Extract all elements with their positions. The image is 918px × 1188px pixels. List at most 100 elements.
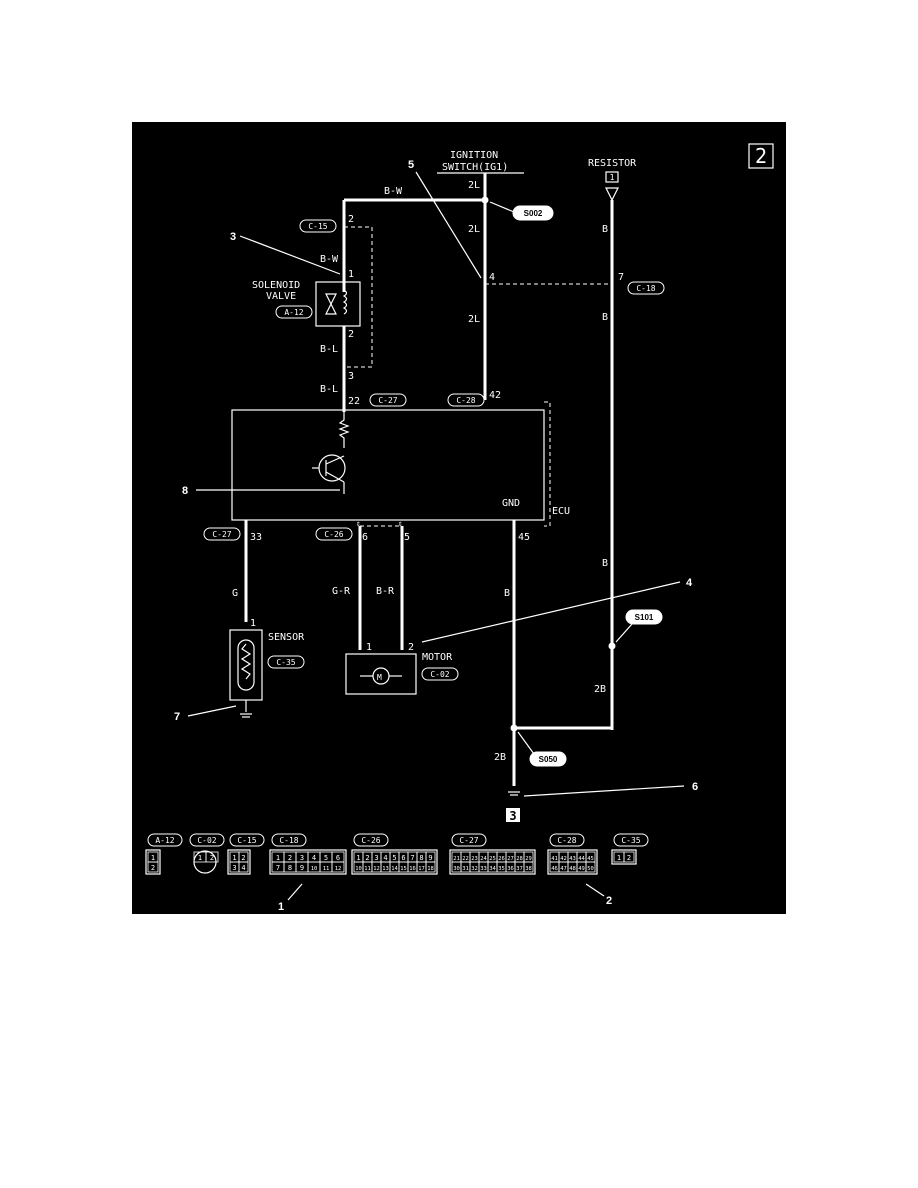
legend-pin-number: 46 [551, 866, 558, 872]
resistor-pin-box [605, 171, 619, 183]
legend-pin-number: 35 [498, 866, 505, 872]
legend-pin-number: 4 [383, 854, 387, 862]
legend-pin-number: 30 [453, 866, 460, 872]
wire-label-2b-right: 2B [594, 684, 606, 695]
connector-c28-label: C-28 [456, 396, 475, 405]
s101-leader [615, 623, 633, 643]
legend-pin-number: 12 [335, 866, 342, 872]
legend-pin-number: 1 [151, 854, 155, 862]
connector-c18 [627, 281, 665, 295]
ecu-gnd-label: GND [502, 498, 520, 509]
legend-pin-number: 36 [507, 866, 514, 872]
wire-label-b-2: B [602, 312, 608, 323]
legend-pin-number: 50 [587, 866, 594, 872]
legend-pin-cell [585, 861, 596, 873]
legend-pin-number: 1 [232, 854, 236, 862]
solenoid-valve-box [315, 281, 361, 327]
motor-symbol-letter: M [377, 673, 382, 682]
wire-label-g: G [232, 588, 238, 599]
legend-pin-number: 11 [323, 866, 330, 872]
ground-badge-frame [506, 808, 520, 822]
solenoid-coil [342, 289, 348, 315]
pin-1-solenoid: 1 [348, 269, 354, 280]
splice-s050-label: S050 [539, 755, 558, 764]
callout-7: 7 [174, 711, 180, 723]
legend-label-c-18: C-18 [279, 836, 298, 845]
legend-pin-number: 2 [151, 864, 155, 872]
solenoid-label-2: VALVE [266, 291, 296, 302]
connector-a12 [275, 305, 313, 319]
legend-label-a-12: A-12 [155, 836, 174, 845]
legend-pill-c-35 [613, 833, 649, 847]
pin-1-sensor: 1 [250, 618, 256, 629]
page-badge-frame [748, 143, 774, 169]
legend-frame-c-28 [547, 849, 598, 875]
legend-pin-number: 22 [462, 856, 469, 862]
s050-leader [517, 731, 535, 755]
legend-pin-number: 14 [391, 866, 398, 872]
legend-pin-number: 9 [300, 864, 304, 872]
legend-pin-cell [331, 861, 345, 873]
legend-pin-number: 3 [232, 864, 236, 872]
wire-label-bl-2: B-L [320, 384, 338, 395]
connector-c02-label: C-02 [430, 670, 449, 679]
wire-label-2l-low: 2L [468, 314, 480, 325]
legend-pin-number: 4 [241, 864, 245, 872]
legend-pin-number: 43 [569, 856, 576, 862]
legend-pill-c-28 [549, 833, 585, 847]
legend-pin-number: 15 [400, 866, 407, 872]
legend-pill-c-18 [271, 833, 307, 847]
legend-frame-c-15 [227, 849, 251, 875]
motor-label: MOTOR [422, 652, 453, 663]
legend-pin-number: 2 [241, 854, 245, 862]
sensor-resistor-zigzag [240, 643, 252, 680]
wiring-diagram: 2 IGNITION SWITCH(IG1) RESISTOR 1 2L 2L … [145, 143, 774, 913]
connector-c27-bottom-label: C-27 [212, 530, 231, 539]
pin-7: 7 [618, 272, 624, 283]
legend-pin-cell [425, 861, 436, 873]
callout-2-leader [585, 883, 605, 897]
transistor-emitter [325, 471, 345, 483]
ecu-resistor [338, 412, 350, 448]
pin-3-c15: 3 [348, 371, 354, 382]
legend-pin-number: 34 [489, 866, 496, 872]
callout-4: 4 [686, 577, 693, 589]
legend-pin-number: 3 [374, 854, 378, 862]
legend-label-c-35: C-35 [621, 836, 640, 845]
wire-label-bw-side: B-W [320, 254, 339, 265]
legend-pin-number: 16 [409, 866, 416, 872]
legend-pin-number: 23 [471, 856, 478, 862]
legend-pin-number: 1 [356, 854, 360, 862]
legend-label-c-15: C-15 [237, 836, 256, 845]
legend-pin-number: 27 [507, 856, 514, 862]
legend-pin-number: 7 [276, 864, 280, 872]
connector-c27-bottom [203, 527, 241, 541]
wire-label-gr: G-R [332, 586, 351, 597]
wire-label-b-3: B [602, 558, 608, 569]
pin-42: 42 [489, 390, 501, 401]
callout-3-leader [239, 235, 341, 275]
legend-pin-cell [238, 861, 249, 873]
legend-pin-number: 10 [355, 866, 362, 872]
legend-pin-number: 47 [560, 866, 567, 872]
wire-label-bl-1: B-L [320, 344, 338, 355]
legend-pin-number: 8 [288, 864, 292, 872]
splice-s101-label: S101 [635, 613, 654, 622]
legend-pin-number: 41 [551, 856, 558, 862]
pin-2-c15: 2 [348, 214, 354, 225]
legend-frame-a-12 [145, 849, 161, 875]
pin-2-solenoid: 2 [348, 329, 354, 340]
legend-pin-number: 24 [480, 856, 487, 862]
pin-22: 22 [348, 396, 360, 407]
legend-frame-c-35 [611, 849, 637, 865]
pin-2-motor: 2 [408, 642, 414, 653]
legend-pin-number: 12 [373, 866, 380, 872]
page-badge: 2 [755, 144, 767, 168]
ground-badge: 3 [509, 809, 516, 823]
legend-pin-number: 38 [525, 866, 532, 872]
legend-pin-number: 31 [462, 866, 469, 872]
wire-label-b-1: B [602, 224, 608, 235]
connector-c27-top [369, 393, 407, 407]
legend-pin-number: 6 [401, 854, 405, 862]
